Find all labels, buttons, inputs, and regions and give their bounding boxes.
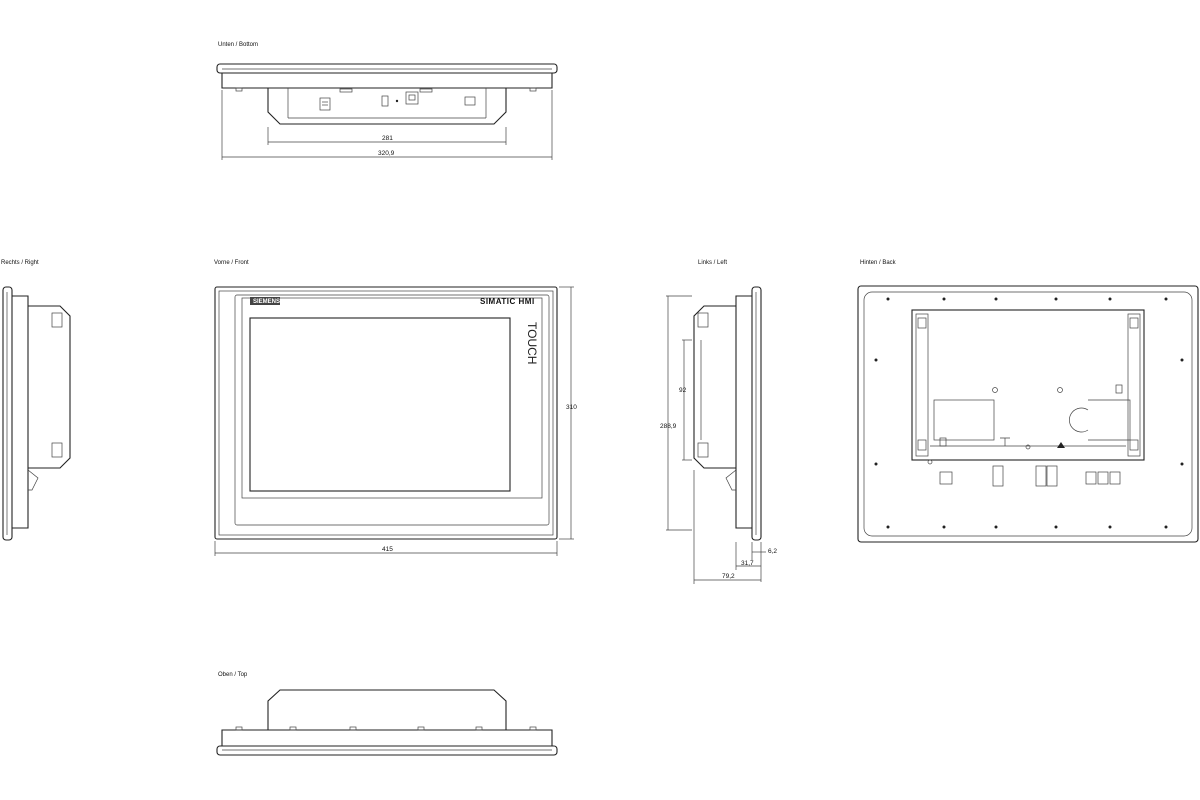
front-panel-inner <box>241 297 543 499</box>
dim-320-9: 320,9 <box>378 150 395 157</box>
power-connector-icon <box>319 97 331 111</box>
right-frame <box>12 295 29 529</box>
bottom-view-label: Unten / Bottom <box>218 42 258 48</box>
dim-6-2: 6,2 <box>768 548 777 555</box>
power-connector-icon <box>939 471 953 485</box>
right-housing <box>28 305 71 469</box>
dim-92: 92 <box>679 387 687 394</box>
back-housing <box>911 309 1145 461</box>
front-bezel <box>214 286 558 540</box>
left-housing <box>693 305 736 469</box>
front-view-label: Vorne / Front <box>214 260 249 266</box>
touch-label: TOUCH <box>525 322 539 364</box>
top-view: Oben / Top <box>216 672 558 756</box>
usb-port-icon <box>464 96 476 106</box>
switch-icon <box>381 95 389 107</box>
ethernet-port-icon <box>1035 465 1047 487</box>
siemens-logo-badge <box>250 297 280 305</box>
switch-icon <box>992 465 1004 487</box>
dim-288-9: 288,9 <box>660 423 677 430</box>
back-view: Hinten / Back <box>857 260 1199 543</box>
usb-port-icon <box>1085 471 1097 485</box>
bottom-view: Unten / Bottom 281 320,9 <box>216 42 558 160</box>
top-frame <box>221 729 553 746</box>
dim-415: 415 <box>382 546 393 553</box>
usb-port-icon <box>1109 471 1121 485</box>
usb-port-icon <box>1097 471 1109 485</box>
left-frame <box>735 295 752 529</box>
simatic-hmi-label: SIMATIC HMI <box>480 297 535 306</box>
dim-31-7: 31,7 <box>741 560 754 567</box>
label-plate <box>933 399 995 441</box>
left-bezel <box>751 286 762 541</box>
back-outer-frame <box>857 285 1199 543</box>
right-bezel <box>2 286 13 541</box>
bottom-housing <box>267 88 507 125</box>
top-bezel <box>216 745 558 756</box>
ethernet-port-icon <box>1046 465 1058 487</box>
dim-79-2: 79,2 <box>722 573 735 580</box>
front-view: Vorne / Front SIEMENS SIMATIC HMI TOUCH … <box>214 260 577 556</box>
back-view-label: Hinten / Back <box>860 260 897 266</box>
right-view: Rechts / Right <box>1 260 71 541</box>
dim-281: 281 <box>382 135 393 142</box>
display-screen <box>249 317 511 492</box>
bottom-bezel <box>216 63 558 74</box>
left-view-label: Links / Left <box>698 260 727 266</box>
top-view-label: Oben / Top <box>218 672 248 678</box>
top-housing <box>267 689 507 730</box>
left-view: Links / Left 288,9 92 6,2 31,7 79,2 <box>660 260 777 584</box>
ground-screw-icon <box>927 459 933 465</box>
warning-triangle-icon <box>1057 442 1065 448</box>
mounting-screws <box>874 297 1184 529</box>
siemens-logo-text: SIEMENS <box>253 299 280 305</box>
connector-bay <box>1088 399 1131 441</box>
ethernet-port-icon <box>405 91 419 105</box>
right-view-label: Rechts / Right <box>1 260 39 266</box>
bottom-frame <box>221 73 553 89</box>
dim-310: 310 <box>566 404 577 411</box>
ground-symbol-icon <box>939 437 947 447</box>
